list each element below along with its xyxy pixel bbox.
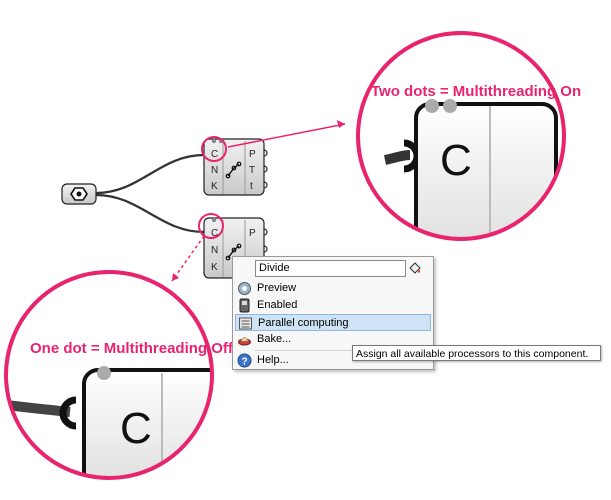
menu-item-label: Bake... [257,333,292,345]
input-port-label: N [211,165,218,176]
output-port-label: T [249,165,255,176]
bake-icon [238,337,251,346]
zoom-callout-top: C Two dots = Multithreading On [356,31,581,241]
menu-item-preview[interactable]: Preview [235,280,431,297]
component-name-field[interactable]: Divide [255,260,406,277]
zoom-callout-bottom: C One dot = Multithreading Off [4,270,234,480]
help-icon: ? [237,353,252,368]
pointer-line-bottom [171,235,205,282]
callout-text-top: Two dots = Multithreading On [371,83,581,100]
menu-item-label: Enabled [257,299,298,311]
preview-icon [238,282,251,295]
menu-item-label: Preview [257,282,297,294]
paint-bucket-icon[interactable] [407,260,423,276]
input-port-label: C [211,228,218,239]
wire-bottom [95,193,205,234]
component-name-row: Divide [235,259,429,279]
menu-item-label: Help... [257,354,289,366]
input-port-label: K [211,262,218,273]
thread-dot [211,138,217,144]
menu-item-bake[interactable]: Bake... [235,331,431,348]
menu-separator [255,350,427,351]
curve-parameter[interactable] [61,183,97,205]
arrow-head-icon [172,273,179,281]
divide-component-top[interactable]: C N K P T t [201,138,268,196]
menu-item-label: Parallel computing [258,317,349,329]
output-port-label: t [250,181,253,192]
thread-dot [211,217,217,223]
output-port-label: P [249,149,256,160]
zoom-port-label: C [440,136,472,185]
tooltip: Assign all available processors to this … [352,345,601,361]
input-port-label: K [211,181,218,192]
callout-text-bottom: One dot = Multithreading Off [30,340,234,357]
output-port-label: P [249,228,256,239]
pointer-line-top [227,123,346,148]
highlight-circle-bottom [198,213,224,239]
wire-top [95,153,205,195]
menu-item-enabled[interactable]: Enabled [235,297,431,314]
parallel-icon [239,317,252,330]
zoom-port-label: C [120,404,152,453]
arrow-head-icon [337,120,345,128]
highlight-circle-top [201,136,227,162]
divide-curve-icon [225,243,242,261]
menu-item-parallel-computing[interactable]: Parallel computing [235,314,431,331]
input-port-label: C [211,149,218,160]
input-port-label: N [211,245,218,256]
svg-text:?: ? [241,357,247,368]
menu-item-help[interactable]: ? Help... [235,352,431,369]
enabled-icon [239,298,250,313]
divide-curve-icon [225,161,242,179]
